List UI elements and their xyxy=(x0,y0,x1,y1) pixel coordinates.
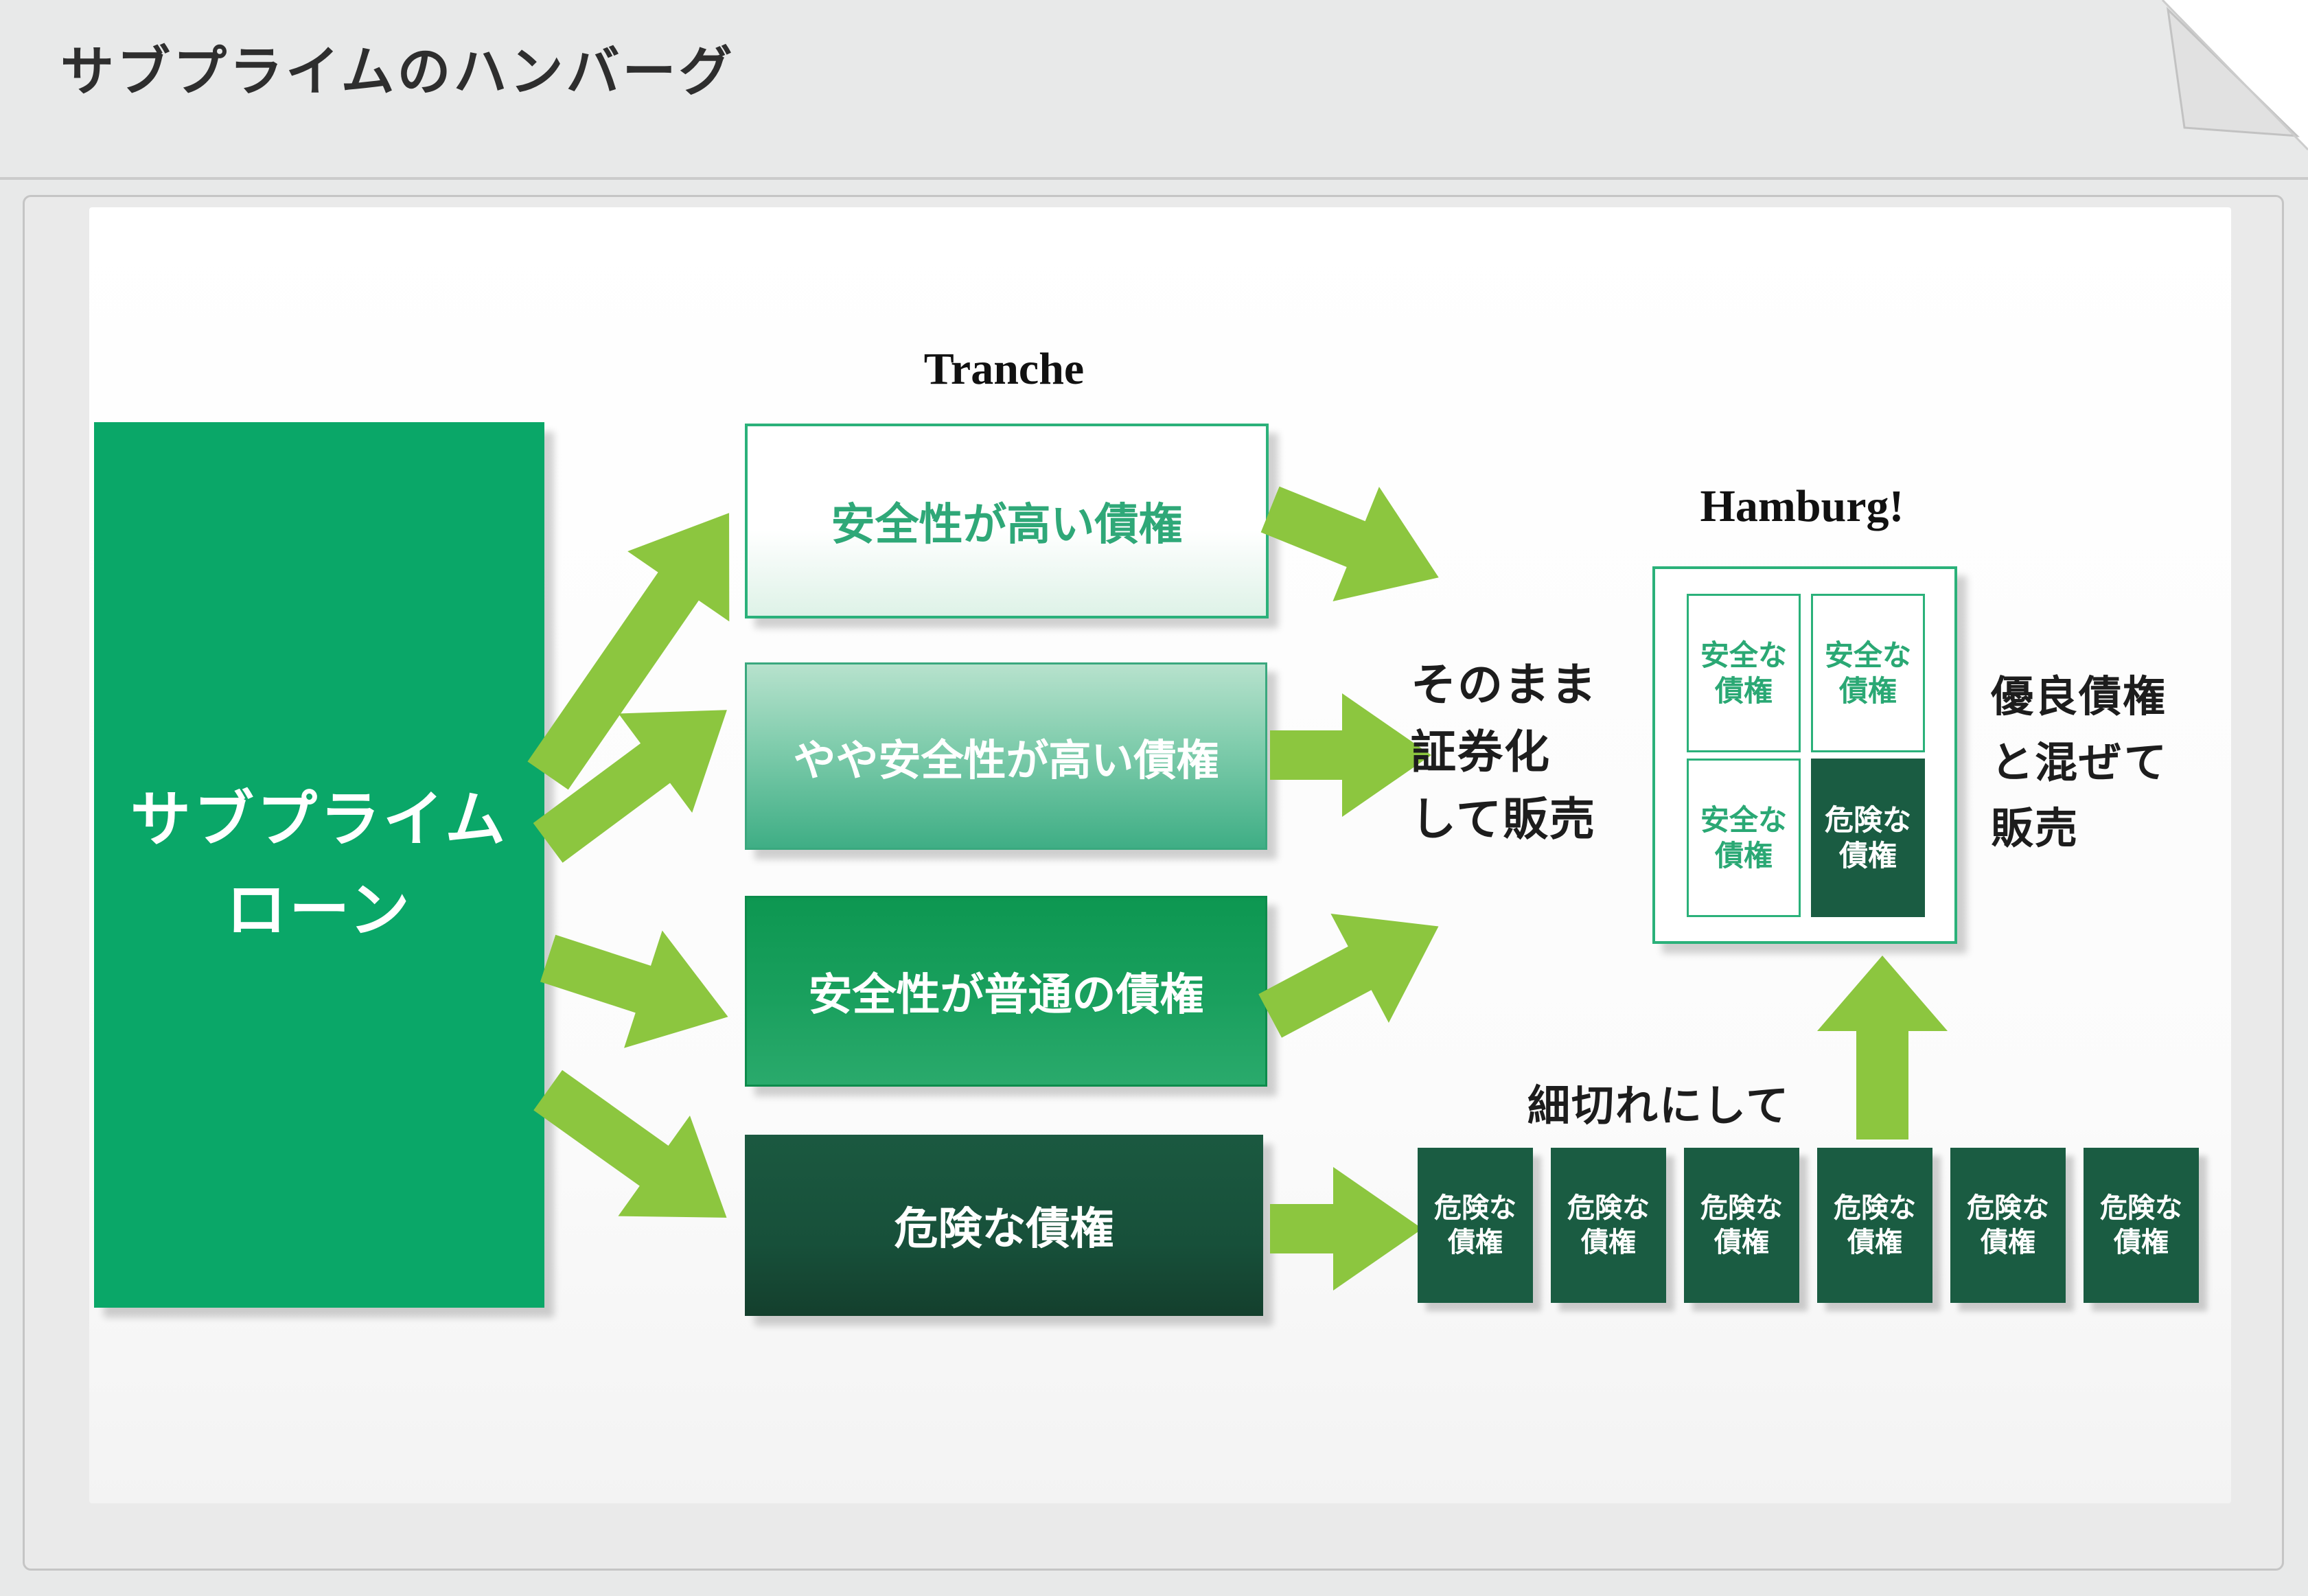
tranche-box-normal-safety-label: 安全性が普通の債権 xyxy=(808,970,1204,1019)
hamburg-cell-safe-2-line1: 安全な xyxy=(1824,638,1911,671)
hamburg-cell-safe-3: 安全な 債権 xyxy=(1687,759,1801,917)
chopped-cell-6-line2: 債権 xyxy=(2114,1227,2169,1258)
mix-sale-note-line1: 優良債権 xyxy=(1991,673,2167,721)
chopped-cell-3: 危険な 債権 xyxy=(1684,1148,1799,1303)
chopped-cell-5: 危険な 債権 xyxy=(1950,1148,2066,1303)
direct-sale-note: そのまま 証券化 して販売 xyxy=(1411,651,1597,853)
tranche-box-high-safety-label: 安全性が高い債権 xyxy=(831,500,1183,549)
tranche-heading: Tranche xyxy=(923,344,1085,394)
tranche-box-risky: 危険な債権 xyxy=(745,1135,1263,1316)
chopped-cell-2: 危険な 債権 xyxy=(1551,1148,1666,1303)
chopped-cell-4: 危険な 債権 xyxy=(1817,1148,1932,1303)
subprime-loan-box: サブプライム ローン xyxy=(94,422,544,1308)
tranche-box-risky-label: 危険な債権 xyxy=(894,1204,1114,1253)
title-divider xyxy=(0,177,2308,180)
direct-sale-note-line3: して販売 xyxy=(1411,794,1597,844)
hamburg-cell-safe-3-line1: 安全な xyxy=(1700,803,1787,836)
direct-sale-note-line1: そのまま xyxy=(1411,659,1597,710)
hamburg-cell-risky-line2: 債権 xyxy=(1838,839,1897,872)
chopped-cell-1: 危険な 債権 xyxy=(1418,1148,1533,1303)
folded-corner-icon xyxy=(2161,0,2308,151)
tranche-box-normal-safety: 安全性が普通の債権 xyxy=(745,896,1267,1087)
mix-sale-note: 優良債権 と混ぜて 販売 xyxy=(1991,664,2168,862)
chopped-cell-5-line1: 危険な xyxy=(1967,1193,2049,1223)
hamburg-cell-safe-1-line2: 債権 xyxy=(1714,674,1773,707)
tranche-box-medium-safety-label: やや安全性が高い債権 xyxy=(793,737,1219,785)
hamburg-cell-risky-line1: 危険な xyxy=(1824,803,1911,836)
subprime-loan-label-line1: サブプライム xyxy=(130,785,509,853)
hamburg-cell-safe-2: 安全な 債権 xyxy=(1811,594,1925,752)
hamburg-cell-safe-2-line2: 債権 xyxy=(1838,674,1897,707)
subprime-loan-label-line2: ローン xyxy=(226,876,413,944)
chop-note: 細切れにして xyxy=(1527,1083,1790,1130)
chopped-cell-2-line2: 債権 xyxy=(1581,1227,1636,1258)
hamburg-cell-risky: 危険な 債権 xyxy=(1811,759,1925,917)
chopped-cell-2-line1: 危険な xyxy=(1567,1193,1650,1223)
chopped-cell-4-line1: 危険な xyxy=(1834,1193,1916,1223)
tranche-box-medium-safety: やや安全性が高い債権 xyxy=(745,662,1267,850)
chopped-cell-3-line1: 危険な xyxy=(1700,1193,1783,1223)
hamburg-box: 安全な 債権 安全な 債権 安全な 債権 危険な 債権 xyxy=(1652,566,1957,944)
chopped-cell-6: 危険な 債権 xyxy=(2084,1148,2199,1303)
hamburg-cell-safe-1: 安全な 債権 xyxy=(1687,594,1801,752)
tranche-box-high-safety: 安全性が高い債権 xyxy=(745,424,1269,618)
hamburg-cell-safe-3-line2: 債権 xyxy=(1714,839,1773,872)
chopped-cell-1-line1: 危険な xyxy=(1434,1193,1516,1223)
mix-sale-note-line3: 販売 xyxy=(1991,805,2079,853)
hamburg-heading: Hamburg! xyxy=(1700,481,1904,531)
chopped-cell-3-line2: 債権 xyxy=(1714,1227,1769,1258)
chopped-cell-5-line2: 債権 xyxy=(1981,1227,2035,1258)
mix-sale-note-line2: と混ぜて xyxy=(1991,739,2168,787)
page-title: サブプライムのハンバーグ xyxy=(60,41,735,102)
chopped-cell-1-line2: 債権 xyxy=(1448,1227,1503,1258)
chopped-cell-4-line2: 債権 xyxy=(1847,1227,1902,1258)
hamburg-cell-safe-1-line1: 安全な xyxy=(1700,638,1787,671)
chopped-cell-6-line1: 危険な xyxy=(2100,1193,2182,1223)
direct-sale-note-line2: 証券化 xyxy=(1411,726,1551,777)
